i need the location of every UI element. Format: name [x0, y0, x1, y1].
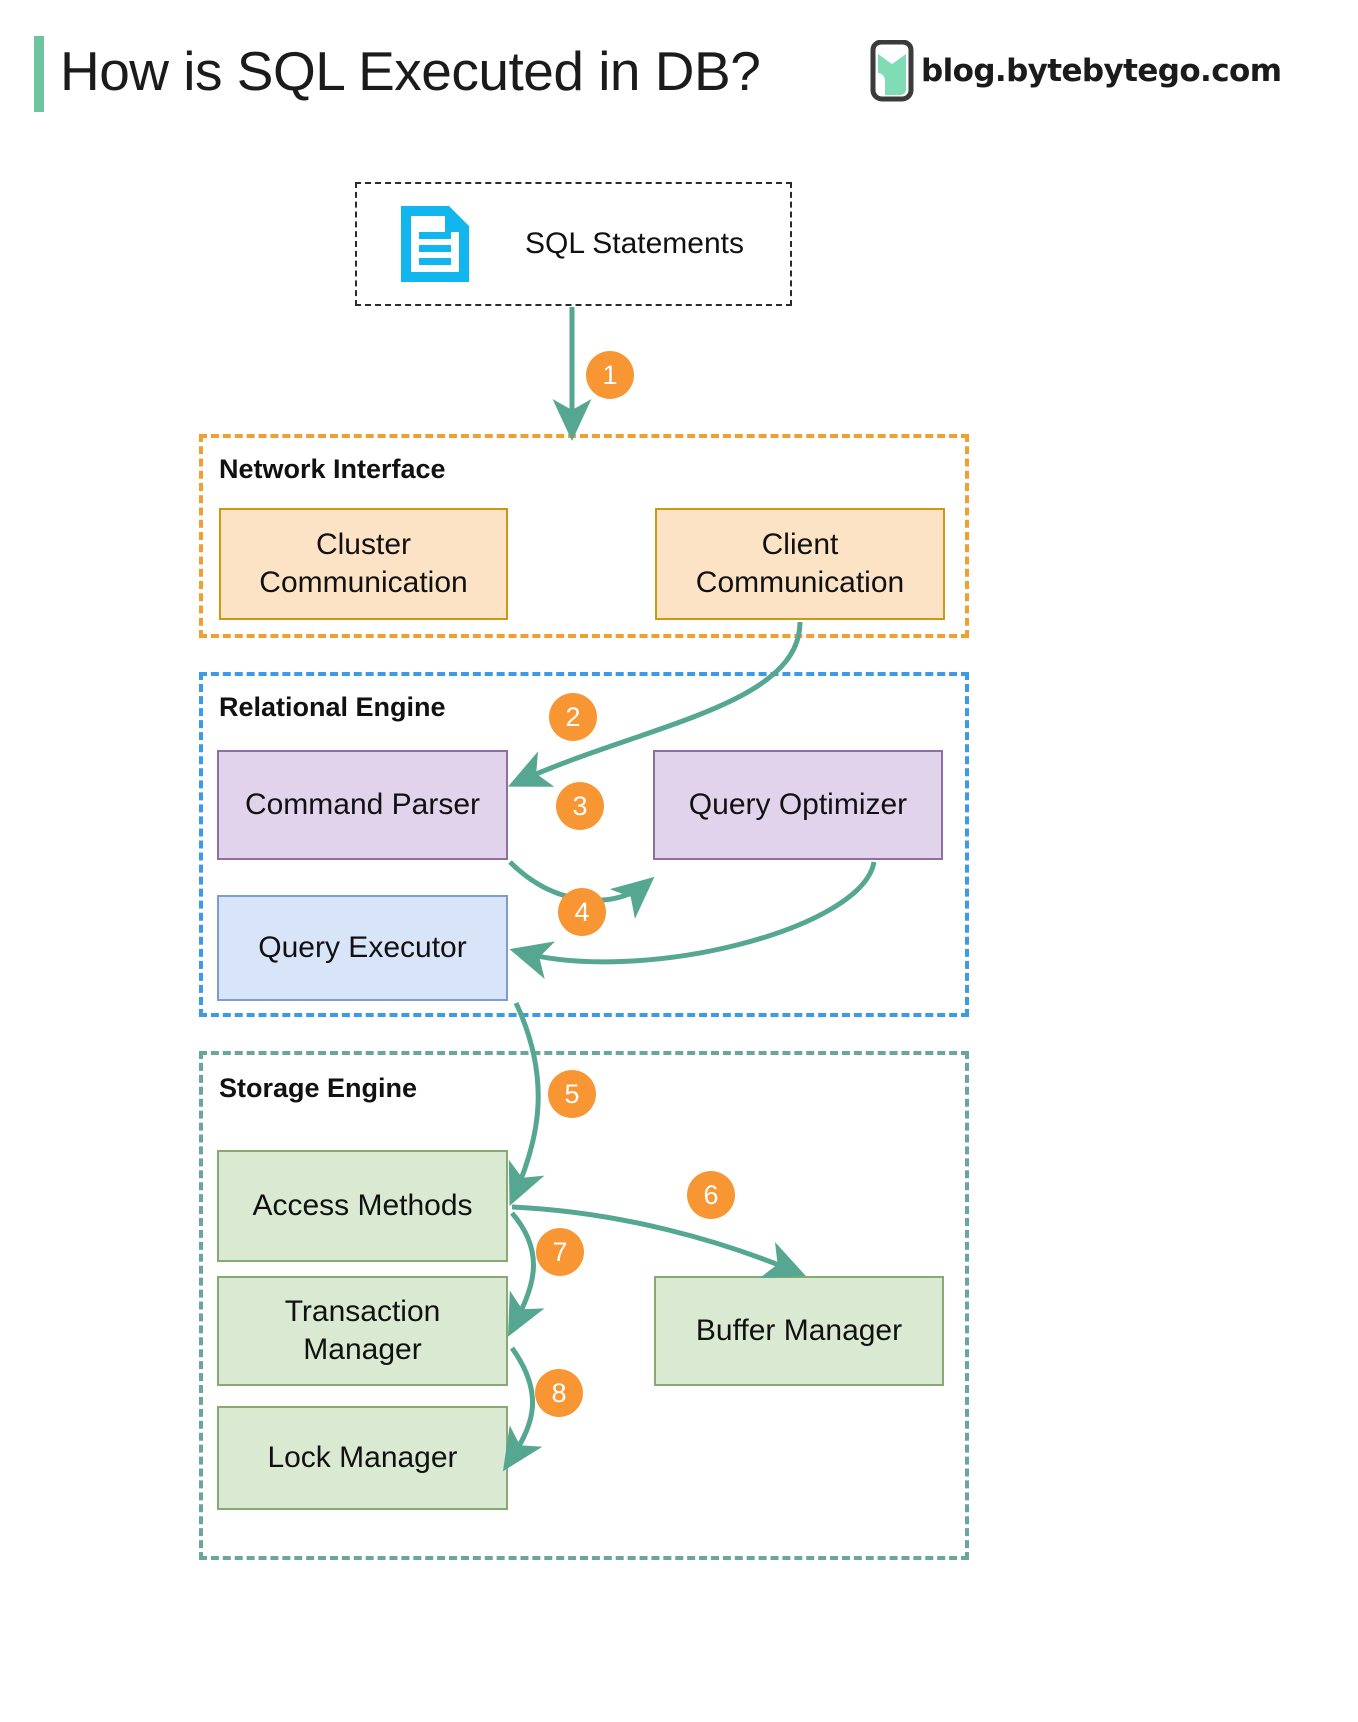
group-network-interface-title: Network Interface	[219, 454, 446, 484]
brand: blog.bytebytego.com	[869, 40, 1282, 102]
bytebytego-logo-icon	[870, 40, 914, 102]
page-header: How is SQL Executed in DB? blog.bytebyte…	[0, 0, 1358, 140]
node-sql-statements: SQL Statements	[355, 182, 792, 306]
step-badge-5: 5	[548, 1070, 596, 1118]
step-badge-7: 7	[536, 1228, 584, 1276]
node-buffer-manager: Buffer Manager	[654, 1276, 944, 1386]
node-query-executor: Query Executor	[217, 895, 508, 1001]
node-access-methods: Access Methods	[217, 1150, 508, 1262]
group-storage-engine-title: Storage Engine	[219, 1073, 418, 1103]
step-badge-6: 6	[687, 1171, 735, 1219]
node-command-parser: Command Parser	[217, 750, 508, 860]
page-title: How is SQL Executed in DB?	[60, 40, 761, 102]
step-badge-4: 4	[558, 888, 606, 936]
title-accent-bar	[34, 36, 44, 112]
document-icon	[401, 206, 469, 282]
step-badge-8: 8	[535, 1369, 583, 1417]
step-badge-2: 2	[549, 693, 597, 741]
node-lock-manager: Lock Manager	[217, 1406, 508, 1510]
step-badge-1: 1	[586, 351, 634, 399]
brand-text: blog.bytebytego.com	[921, 53, 1282, 89]
step-badge-3: 3	[556, 782, 604, 830]
group-storage-engine	[199, 1051, 969, 1560]
node-sql-statements-label: SQL Statements	[525, 227, 744, 261]
group-relational-engine-title: Relational Engine	[219, 692, 446, 722]
node-query-optimizer: Query Optimizer	[653, 750, 943, 860]
